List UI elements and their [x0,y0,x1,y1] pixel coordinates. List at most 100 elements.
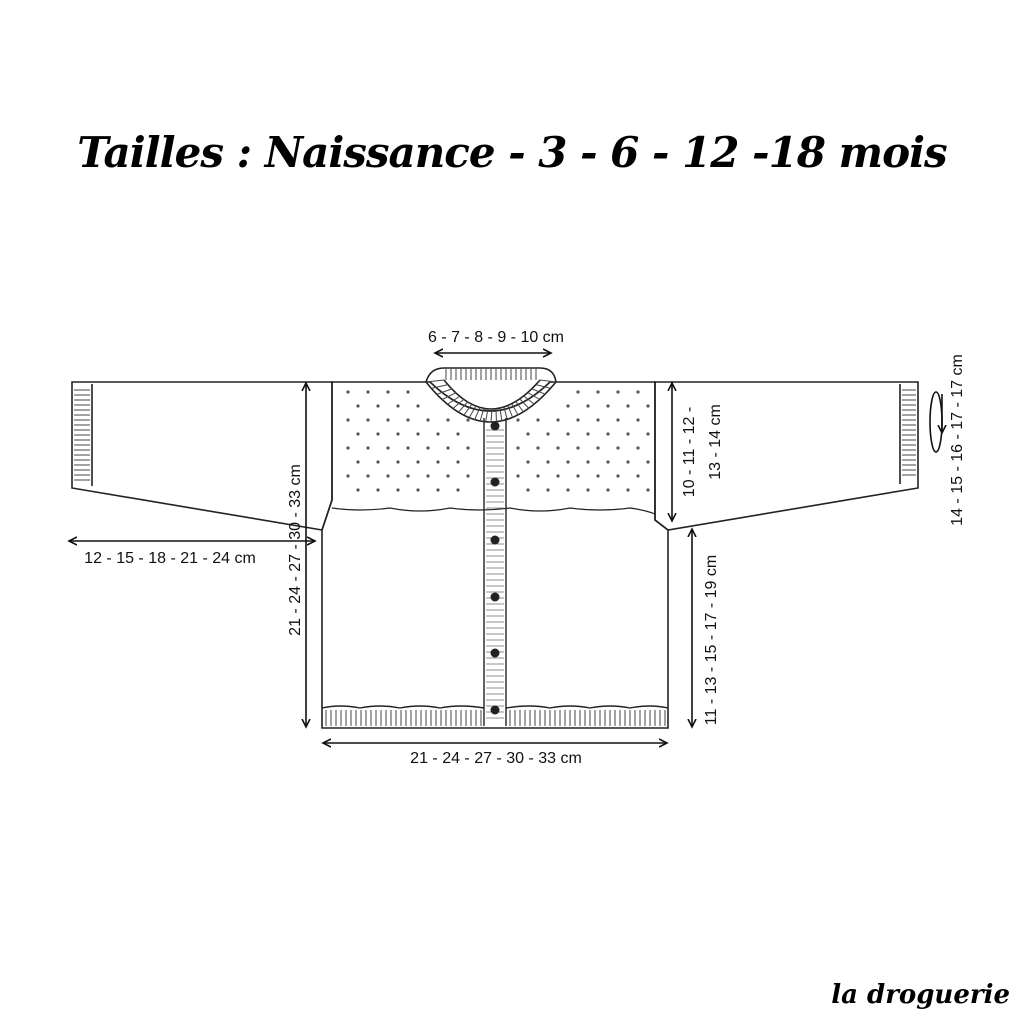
yoke-dot [406,446,410,450]
yoke-dot [606,432,610,436]
rib-stitch [452,398,465,409]
rib-stitch [485,408,489,422]
rib-stitch [519,398,530,409]
rib-stitch [539,379,557,383]
bottom-ribbing [325,710,666,726]
yoke-dot [436,488,440,492]
yoke-dot [356,404,360,408]
button-icon [490,648,500,658]
yoke-dot [526,432,530,436]
cardigan-body [321,381,669,729]
rib-stitch [436,388,453,395]
button-band-ribbing [486,429,504,719]
yoke-dot [386,474,390,478]
rib-stitch [535,384,551,389]
yoke-dot [546,460,550,464]
yoke-dot [346,390,350,394]
yoke-dot [406,474,410,478]
neck-band [425,367,557,423]
yoke-dot [636,474,640,478]
yoke-dot [606,404,610,408]
rib-stitch [447,395,461,405]
yoke-dot [406,418,410,422]
sleeve-length-label: 12 - 15 - 18 - 21 - 24 cm [84,550,256,567]
yoke-dot [566,404,570,408]
yoke-dot [436,432,440,436]
yoke-dot [436,460,440,464]
yoke-dot [416,460,420,464]
yoke-dot [556,418,560,422]
rib-stitch [499,408,503,421]
yoke-dot [616,390,620,394]
yoke-dot [516,418,520,422]
yoke-dot [566,460,570,464]
yoke-dot [586,432,590,436]
yoke-dot [366,418,370,422]
rib-stitch [527,392,541,400]
yoke-dot [616,474,620,478]
rib-stitch [531,388,546,395]
yoke-dot [606,488,610,492]
yoke-dot [386,446,390,450]
yoke-dot [376,460,380,464]
yoke-dot [366,446,370,450]
yoke-dot [446,418,450,422]
yoke-dot [586,460,590,464]
button-band [483,418,507,726]
yoke-dot [536,474,540,478]
yoke-dot [586,488,590,492]
yoke-dot [446,474,450,478]
yoke-dot [406,390,410,394]
yoke-dot [636,446,640,450]
yoke-dot [466,474,470,478]
yoke-dot [456,460,460,464]
cuff-opening [929,391,943,453]
rib-stitch [442,392,457,400]
yoke-dot [566,432,570,436]
yoke-dot [386,390,390,394]
yoke-dot [576,474,580,478]
yoke-dot [626,460,630,464]
rib-stitch [490,408,493,423]
yoke-dot [646,404,650,408]
right-cuff-ribbing [902,389,916,476]
yoke-dot [626,488,630,492]
yoke-dot [356,460,360,464]
bottom-width-label: 21 - 24 - 27 - 30 - 33 cm [410,750,582,767]
yoke-dot [356,488,360,492]
yoke-dot [416,432,420,436]
rib-stitch [458,401,469,413]
yoke-dot [376,432,380,436]
yoke-dot [426,418,430,422]
yoke-dot [536,418,540,422]
cuff-width-label: 14 - 15 - 16 - 17 - 17 cm [949,354,966,526]
buttons [490,421,500,715]
button-icon [490,477,500,487]
yoke-dot [346,474,350,478]
yoke-dot [466,446,470,450]
body-length-label: 21 - 24 - 27 - 30 - 33 cm [287,464,304,636]
yoke-dot [616,418,620,422]
yoke-dot [596,390,600,394]
rib-stitch [474,406,481,420]
yoke-dot [446,446,450,450]
yoke-dot [616,446,620,450]
yoke-dot [376,488,380,492]
neck-width-label: 6 - 7 - 8 - 9 - 10 cm [428,329,564,346]
bottom-ribbing-outline [321,705,669,709]
rib-stitch [425,379,445,383]
yoke-dot [576,390,580,394]
rib-stitch [523,395,535,405]
left-cuff-ribbing [74,389,90,481]
yoke-dot [516,446,520,450]
yoke-dot [596,418,600,422]
button-icon [490,535,500,545]
yoke-dot [346,418,350,422]
yoke-dot [546,488,550,492]
yoke-dot [526,460,530,464]
yoke-dot [566,488,570,492]
yoke-dot [576,446,580,450]
rib-stitch [431,384,449,389]
yoke-dot [396,488,400,492]
